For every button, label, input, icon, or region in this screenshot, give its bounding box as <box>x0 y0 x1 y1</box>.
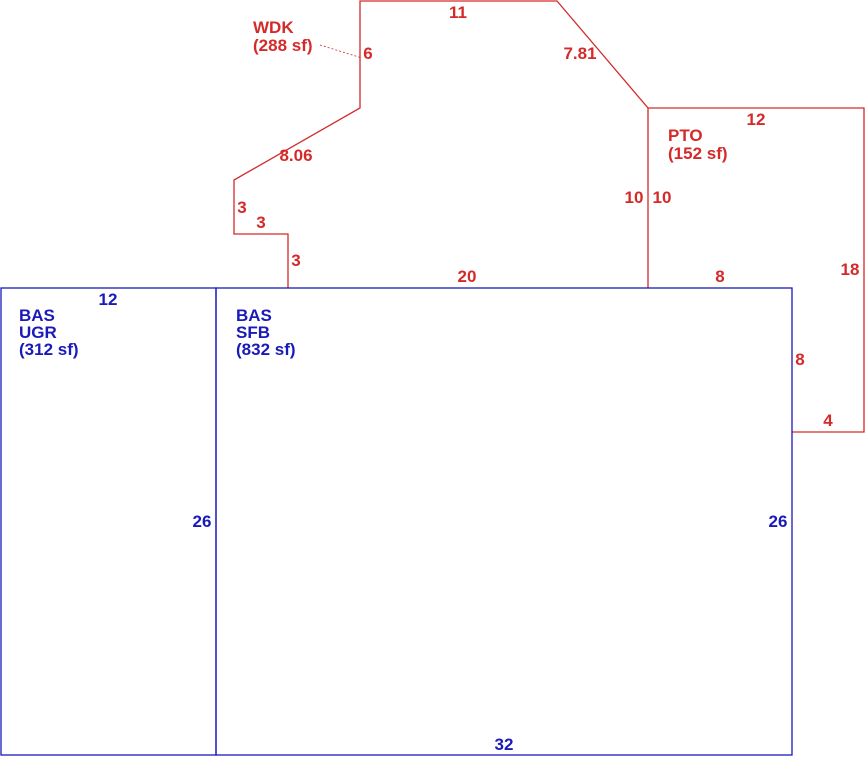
ugr-code: BAS <box>19 306 55 325</box>
wdk-outline <box>233 0 649 288</box>
dim-pto-inner-vert: 8 <box>795 350 804 369</box>
dim-ugr-top: 12 <box>99 290 118 309</box>
dim-wdk-top: 11 <box>449 3 467 22</box>
dim-pto-inner-horz: 4 <box>823 411 833 430</box>
dim-wdk-step-vert: 3 <box>237 198 246 217</box>
dim-sfb-bottom: 32 <box>495 735 514 754</box>
dim-wdk-left-upper: 6 <box>363 44 372 63</box>
dim-pto-top: 12 <box>747 110 766 129</box>
ugr-sub: UGR <box>19 323 57 342</box>
dim-wdk-step-horz: 3 <box>256 213 265 232</box>
bas-sfb-outline <box>215 287 793 756</box>
ugr-area: (312 sf) <box>19 340 79 359</box>
dim-wdk-right: 10 <box>625 188 644 207</box>
wdk-leader <box>319 44 363 59</box>
dim-wdk-bottom-vert: 3 <box>291 251 300 270</box>
dim-pto-right: 18 <box>841 260 860 279</box>
wdk-area: (288 sf) <box>253 36 313 55</box>
dim-ugr-right: 26 <box>193 512 212 531</box>
pto-code: PTO <box>668 126 703 145</box>
sfb-area: (832 sf) <box>236 340 296 359</box>
sfb-code: BAS <box>236 306 272 325</box>
dim-pto-bottom: 8 <box>715 267 724 286</box>
sfb-sub: SFB <box>236 323 270 342</box>
dim-wdk-bottom: 20 <box>458 267 477 286</box>
pto-outline <box>648 107 865 433</box>
dim-sfb-right: 26 <box>769 512 788 531</box>
dim-pto-left: 10 <box>653 188 672 207</box>
wdk-code: WDK <box>253 18 294 37</box>
dim-wdk-diag-right: 7.81 <box>563 44 596 63</box>
pto-area: (152 sf) <box>668 144 728 163</box>
dim-wdk-diag-left: 8.06 <box>279 146 312 165</box>
